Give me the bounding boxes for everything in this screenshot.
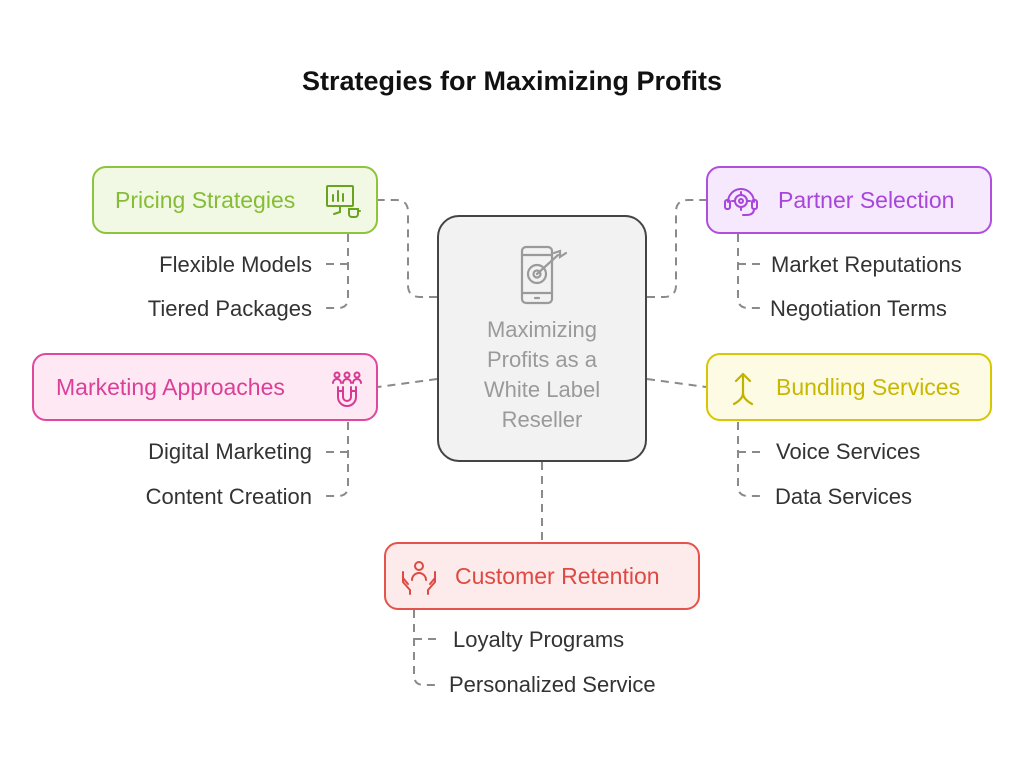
connector-retention-items <box>413 610 438 686</box>
connector-marketing-items <box>322 422 349 497</box>
node-marketing-approaches: Marketing Approaches <box>32 353 378 421</box>
node-partner-selection: Partner Selection <box>706 166 992 234</box>
node-label: Pricing Strategies <box>115 187 296 213</box>
node-label: Partner Selection <box>778 187 955 213</box>
pricing-item-1: Flexible Models <box>159 252 312 277</box>
node-customer-retention: Customer Retention <box>384 542 700 610</box>
retention-item-1: Loyalty Programs <box>453 627 625 652</box>
node-label: Marketing Approaches <box>56 374 285 400</box>
hands-person-icon <box>402 561 436 595</box>
connector-bundling <box>646 378 707 388</box>
merge-arrow-icon <box>732 372 754 406</box>
partner-item-2: Negotiation Terms <box>770 296 947 321</box>
bundling-item-2: Data Services <box>775 484 912 509</box>
central-line-4: Reseller <box>501 407 583 432</box>
presentation-chart-icon <box>326 185 361 218</box>
central-line-3: White Label <box>483 377 601 402</box>
connector-partner-items <box>737 234 762 309</box>
partner-item-1: Market Reputations <box>771 252 962 277</box>
node-label: Bundling Services <box>776 374 961 400</box>
pricing-item-2: Tiered Packages <box>147 296 312 321</box>
magnet-people-icon <box>332 371 362 407</box>
headset-gear-icon <box>724 188 758 216</box>
retention-item-2: Personalized Service <box>449 672 656 697</box>
marketing-item-2: Content Creation <box>145 484 312 509</box>
connector-pricing <box>378 199 437 298</box>
central-line-2: Profits as a <box>486 347 598 372</box>
node-pricing-strategies: Pricing Strategies <box>92 166 378 234</box>
connector-pricing-items <box>322 234 349 309</box>
mobile-target-icon <box>520 245 568 305</box>
node-label: Customer Retention <box>455 563 660 589</box>
connector-marketing <box>377 378 438 388</box>
marketing-item-1: Digital Marketing <box>148 439 312 464</box>
bundling-item-1: Voice Services <box>776 439 921 464</box>
connector-partner <box>647 199 706 298</box>
node-bundling-services: Bundling Services <box>706 353 992 421</box>
connector-bundling-items <box>737 422 762 497</box>
diagram-title: Strategies for Maximizing Profits <box>301 66 723 96</box>
central-node: Maximizing Profits as a White Label Rese… <box>437 215 647 462</box>
central-line-1: Maximizing <box>486 317 598 342</box>
central-node-text: Maximizing Profits as a White Label Rese… <box>439 315 645 435</box>
